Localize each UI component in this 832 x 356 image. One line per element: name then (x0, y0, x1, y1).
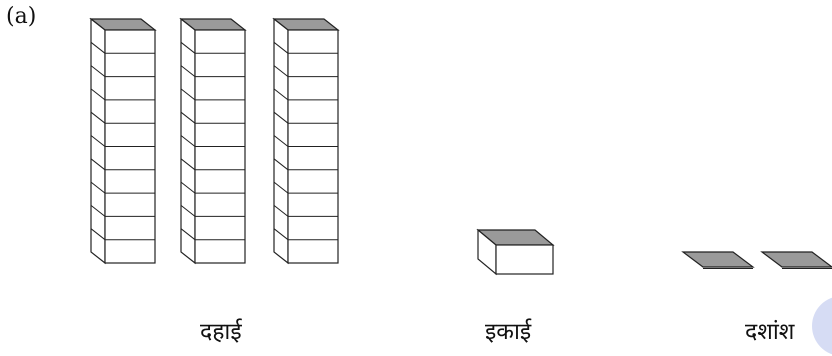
tens-rod (274, 19, 338, 263)
tens-rod (91, 19, 155, 263)
ones-cube (478, 230, 553, 274)
tenths-label: दशांश (745, 314, 794, 346)
flat-top-face (762, 252, 832, 267)
cube-front-face (496, 245, 553, 274)
flat-top-face (683, 252, 753, 267)
tenths-flat (683, 252, 753, 269)
tenths-flat (762, 252, 832, 269)
tens-label: दहाई (200, 314, 242, 346)
tens-rod (181, 19, 245, 263)
ones-cubes-group (478, 230, 553, 274)
tenths-flats-group (683, 252, 832, 269)
ones-label: इकाई (485, 314, 531, 346)
tens-rods-group (91, 19, 338, 263)
